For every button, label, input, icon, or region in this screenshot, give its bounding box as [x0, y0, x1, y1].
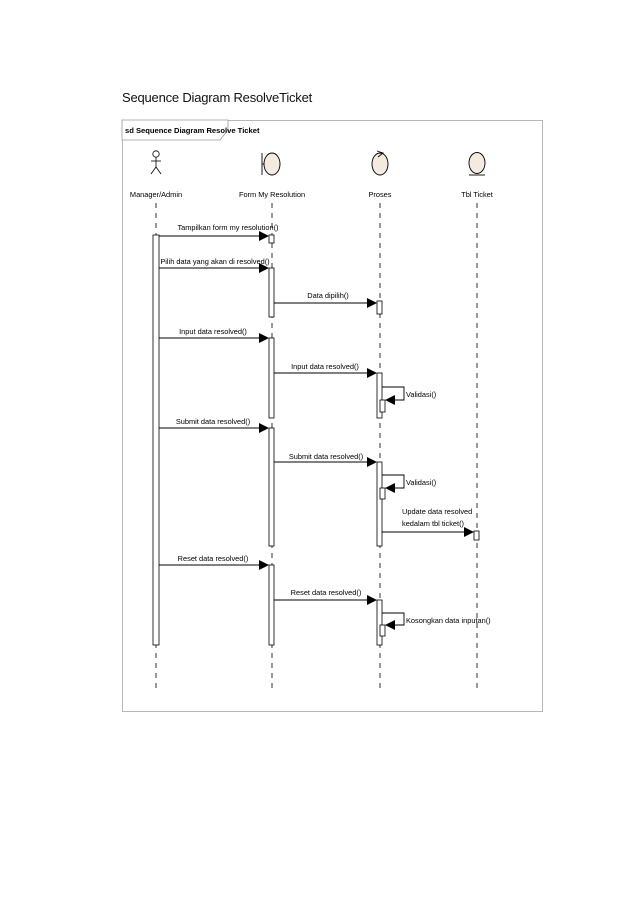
activation-control [376, 461, 383, 547]
activation-control [376, 372, 383, 419]
activation-actor [152, 234, 160, 646]
activation-boundary [268, 337, 275, 419]
participant-label-boundary: Form My Resolution [239, 190, 305, 199]
actor-manager-admin [150, 150, 162, 175]
page-heading: Sequence Diagram ResolveTicket [122, 90, 313, 105]
participant-label-actor: Manager/Admin [130, 190, 182, 199]
message-label-8: Submit data resolved() [289, 452, 363, 461]
message-label-13: Kosongkan data inputan() [406, 616, 491, 625]
message-label-9: Validasi() [406, 478, 436, 487]
message-label-6: Validasi() [406, 390, 436, 399]
message-label-1: Tampilkan form my resolution() [177, 223, 278, 232]
activation-control [376, 599, 383, 646]
frame-label-tab: sd Sequence Diagram Resolve Ticket [121, 119, 260, 141]
message-label-7: Submit data resolved() [176, 417, 250, 426]
message-arrow-6-self [382, 386, 405, 405]
activation-control-self [379, 624, 386, 637]
boundary-icon [261, 152, 281, 176]
participant-label-control: Proses [368, 190, 391, 199]
activation-control [376, 300, 383, 315]
activation-control-self [379, 487, 386, 500]
message-label-5: Input data resolved() [291, 362, 359, 371]
activation-boundary [268, 267, 275, 318]
activation-boundary [268, 234, 275, 244]
activation-control-self [379, 399, 386, 413]
diagram-frame [122, 120, 543, 712]
message-label-12: Reset data resolved() [291, 588, 362, 597]
message-label-3: Data dipilih() [307, 291, 349, 300]
message-label-2: Pilih data yang akan di resolved() [160, 257, 269, 266]
participant-label-entity: Tbl Ticket [461, 190, 493, 199]
frame-title: sd Sequence Diagram Resolve Ticket [125, 126, 260, 135]
control-icon [371, 150, 389, 176]
message-arrow-9-self [382, 474, 405, 493]
message-label-4: Input data resolved() [179, 327, 247, 336]
message-arrow-13-self [382, 612, 405, 630]
activation-entity [473, 530, 480, 541]
message-label-11: Reset data resolved() [178, 554, 249, 563]
entity-icon [468, 152, 486, 176]
message-label-10-line-2: kedalam tbl ticket() [402, 519, 464, 528]
activation-boundary [268, 564, 275, 646]
activation-boundary [268, 427, 275, 547]
message-label-10-line-1: Update data resolved [402, 507, 472, 516]
